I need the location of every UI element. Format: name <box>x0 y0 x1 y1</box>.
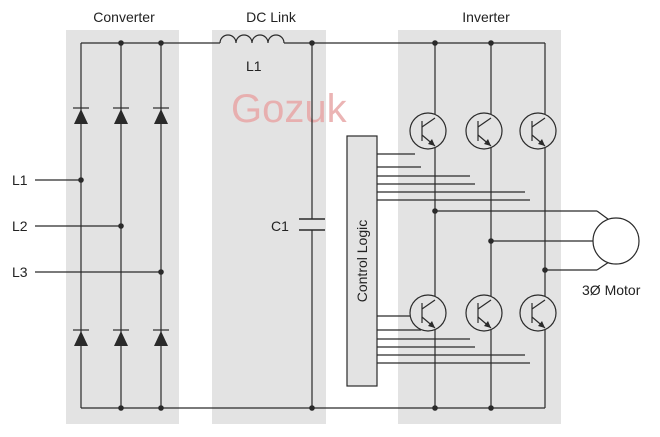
gate-drive-lines <box>377 153 530 364</box>
transistor-icon <box>519 112 557 150</box>
transistor-icon <box>409 294 447 332</box>
diode-icon <box>154 331 168 346</box>
inverter-section <box>398 30 561 424</box>
input-label-l1: L1 <box>12 172 28 188</box>
lower-transistors <box>409 294 557 332</box>
watermark: Gozuk <box>231 87 348 131</box>
dc-link-section <box>212 30 326 424</box>
inductor-label: L1 <box>246 58 262 74</box>
lower-diodes <box>73 329 169 346</box>
motor-label: 3Ø Motor <box>582 282 641 298</box>
motor-phase-lines <box>435 210 613 271</box>
diode-icon <box>114 331 128 346</box>
diode-icon <box>154 109 168 124</box>
inductor-icon <box>219 34 285 44</box>
motor-icon <box>592 217 640 265</box>
control-logic-label: Control Logic <box>354 220 370 303</box>
input-dots <box>78 40 164 411</box>
dc-link-title: DC Link <box>246 9 297 25</box>
control-logic-block <box>346 135 378 387</box>
converter-title: Converter <box>93 9 155 25</box>
transistor-icon <box>409 112 447 150</box>
upper-transistors <box>409 112 557 150</box>
capacitor-label: C1 <box>271 218 289 234</box>
diode-icon <box>74 331 88 346</box>
transistor-icon <box>519 294 557 332</box>
upper-diodes <box>73 107 169 124</box>
diode-icon <box>74 109 88 124</box>
input-label-l2: L2 <box>12 218 28 234</box>
inverter-title: Inverter <box>462 9 510 25</box>
input-label-l3: L3 <box>12 264 28 280</box>
diode-icon <box>114 109 128 124</box>
transistor-icon <box>465 112 503 150</box>
transistor-icon <box>465 294 503 332</box>
converter-wiring <box>35 42 545 409</box>
